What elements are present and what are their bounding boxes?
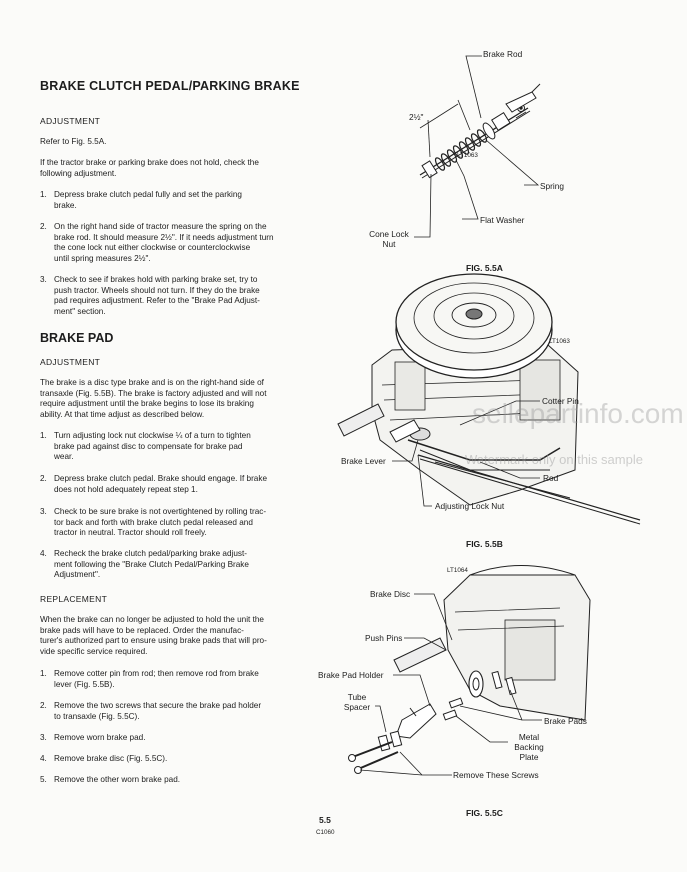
figure-caption-b: FIG. 5.5B (466, 539, 503, 549)
label-brake-pad-holder: Brake Pad Holder (318, 670, 384, 680)
fig-5-5b-drawing (337, 273, 641, 525)
label-brake-disc: Brake Disc (370, 589, 411, 599)
label-cotter-pin: Cotter Pin (542, 396, 579, 406)
section-title-brake-pad: BRAKE PAD (40, 331, 114, 345)
watermark-note: Watermark only on this sample (465, 452, 643, 467)
replacement-paragraph: When the brake can no longer be adjusted… (40, 615, 267, 656)
page-number: 5.5 (319, 815, 331, 825)
label-brake-lever: Brake Lever (341, 456, 386, 466)
fig-5-5a-drawing (414, 55, 541, 238)
subheading-adjustment: ADJUSTMENT (40, 116, 101, 126)
label-flat-washer: Flat Washer (480, 215, 525, 225)
refer-text: Refer to Fig. 5.5A. (40, 137, 107, 146)
figure-caption-c: FIG. 5.5C (466, 808, 503, 818)
label-adjusting-lock-nut: Adjusting Lock Nut (435, 501, 505, 511)
label-remove-these-screws: Remove These Screws (453, 770, 539, 780)
subheading-adjustment: ADJUSTMENT (40, 357, 101, 367)
label-spring: Spring (540, 181, 564, 191)
document-code: C1060 (316, 829, 335, 836)
label-brake-pads: Brake Pads (544, 716, 587, 726)
section-title: BRAKE CLUTCH PEDAL/PARKING BRAKE (40, 79, 300, 93)
label-brake-rod: Brake Rod (483, 49, 523, 59)
fig-5-5c-drawing (348, 565, 591, 776)
figure-code: LT1063 (549, 338, 570, 345)
brake-pad-paragraph: The brake is a disc type brake and is on… (40, 378, 267, 419)
label-push-pins: Push Pins (365, 633, 403, 643)
watermark-site: sellepartinfo.com (472, 398, 684, 429)
intro-paragraph: If the tractor brake or parking brake do… (40, 158, 259, 178)
figure-code: LT1063 (457, 152, 478, 159)
figure-caption-a: FIG. 5.5A (466, 263, 503, 273)
figure-code: LT1064 (447, 567, 468, 574)
label-dimension: 2½" (409, 112, 424, 122)
subheading-replacement: REPLACEMENT (40, 594, 108, 604)
label-rod: Rod (543, 473, 559, 483)
